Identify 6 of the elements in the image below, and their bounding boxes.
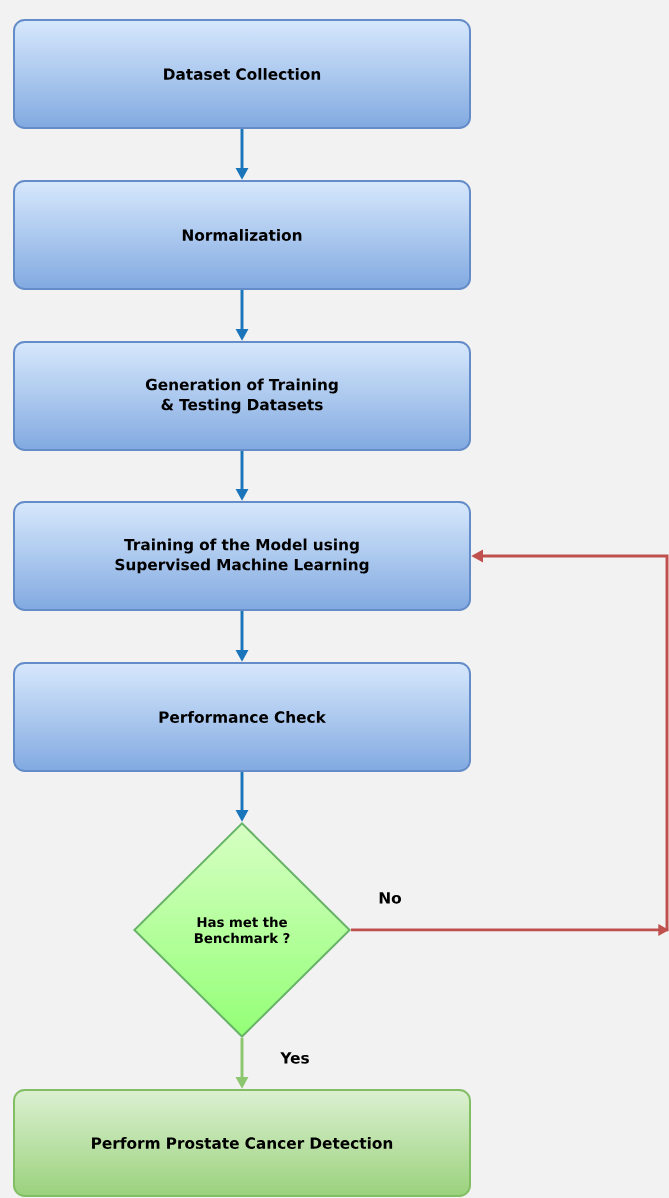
process-box: Normalization [13, 180, 471, 290]
process-box: Generation of Training & Testing Datasets [13, 341, 471, 451]
process-box: Performance Check [13, 662, 471, 772]
process-box: Dataset Collection [13, 19, 471, 129]
process-box: Perform Prostate Cancer Detection [13, 1089, 471, 1197]
process-box: Training of the Model using Supervised Machine Learning [13, 501, 471, 611]
